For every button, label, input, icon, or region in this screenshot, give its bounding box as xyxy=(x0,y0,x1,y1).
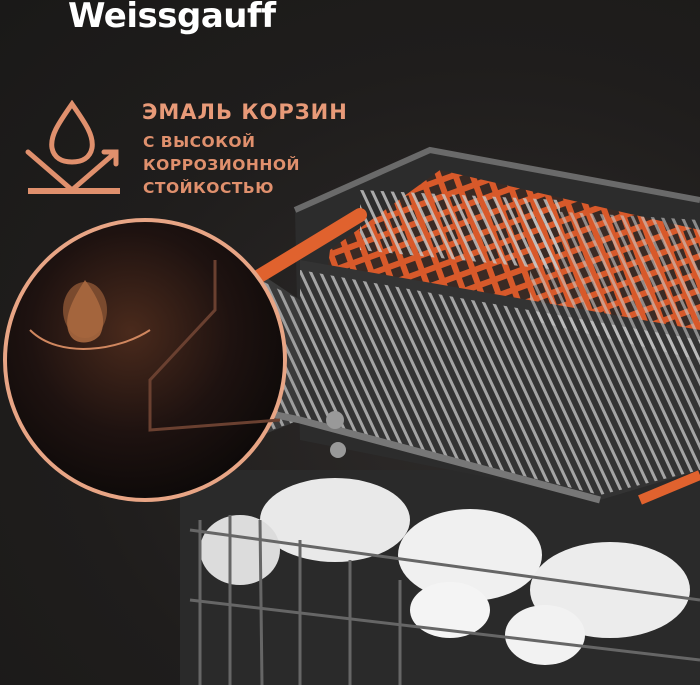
feature-line-2: КОРРОЗИОННОЙ xyxy=(143,156,300,174)
feature-line-3: СТОЙКОСТЬЮ xyxy=(143,179,274,197)
lower-basket xyxy=(180,470,700,685)
brand-logo: Weissgauff xyxy=(68,0,276,36)
feature-title: ЭМАЛЬ КОРЗИН xyxy=(142,100,348,124)
feature-line-1: С ВЫСОКОЙ xyxy=(143,133,256,151)
water-drop-reflect-icon xyxy=(25,100,120,194)
enamel-zoom-circle xyxy=(3,218,287,502)
